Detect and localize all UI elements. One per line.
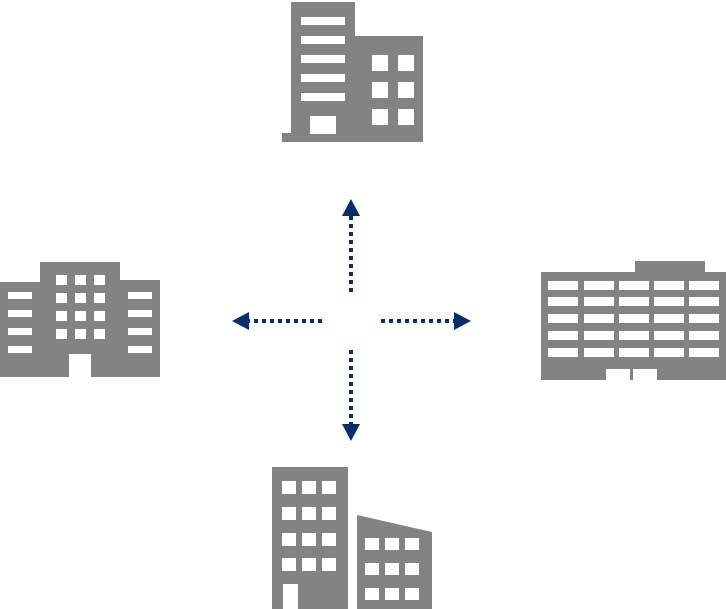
arrow-down bbox=[342, 350, 360, 441]
arrow-left bbox=[232, 312, 322, 330]
office-buildings-pair-icon bbox=[272, 467, 432, 609]
apartment-building-icon bbox=[0, 262, 160, 377]
arrow-right bbox=[381, 312, 471, 330]
arrow-up bbox=[342, 199, 360, 292]
office-tower-with-annex-icon bbox=[282, 2, 423, 142]
wide-office-block-icon bbox=[541, 261, 726, 380]
